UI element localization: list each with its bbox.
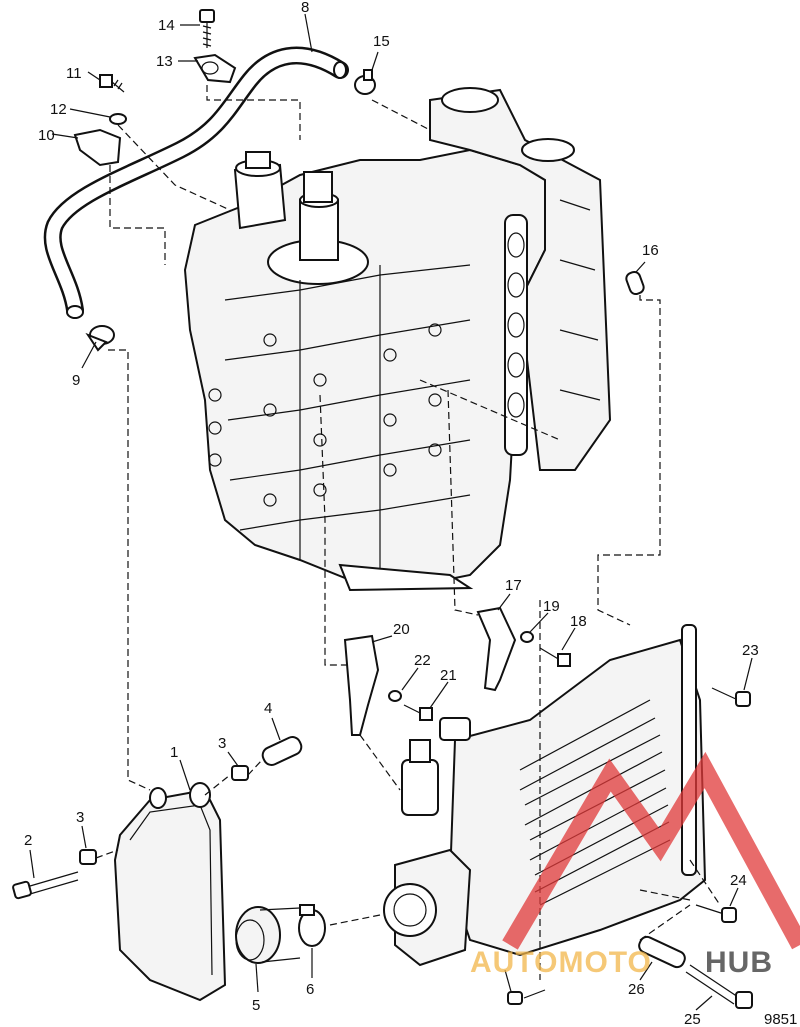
washer-part-21 — [388, 690, 402, 702]
hose-part-7 — [43, 46, 349, 319]
bolt-part-23 — [695, 904, 737, 923]
callout-labels: 8 14 13 15 11 12 10 9 16 1 2 3 3 4 5 6 1… — [24, 0, 797, 1027]
hose-clamp-part-8 — [85, 325, 115, 352]
bolt-part-13 — [199, 9, 215, 48]
leader-lines — [29, 13, 753, 1011]
sleeve-part-4 — [261, 736, 303, 766]
bolt-part-22 — [711, 687, 751, 707]
callout-2: 2 — [24, 832, 32, 849]
callout-8: 9 — [72, 372, 80, 389]
hose-clamp-part-6 — [298, 904, 326, 947]
bolt-part-2 — [12, 871, 79, 900]
callout-20: 21 — [440, 667, 457, 684]
callout-13: 14 — [158, 17, 175, 34]
bracket-part-9 — [73, 128, 122, 167]
sleeve-part-25 — [638, 935, 686, 969]
watermark-word-a: AUTOMOTO — [470, 946, 652, 979]
coupler-part-5 — [235, 906, 301, 964]
hose-clamp-part-14 — [354, 69, 376, 95]
bolt-part-10 — [99, 74, 125, 93]
bracket-part-19 — [343, 634, 380, 736]
callout-11: 12 — [50, 101, 67, 118]
callout-17: 18 — [570, 613, 587, 630]
clamp-part-12 — [193, 53, 237, 84]
silencer-part-1 — [113, 782, 227, 1002]
intake-manifold — [383, 624, 707, 967]
callout-7: 8 — [301, 0, 309, 16]
bolt-part-17 — [539, 647, 571, 667]
callout-6: 6 — [306, 981, 314, 998]
callout-15: 16 — [642, 242, 659, 259]
callout-24: 25 — [684, 1011, 701, 1027]
callout-22: 23 — [742, 642, 759, 659]
callout-14: 15 — [373, 33, 390, 50]
callout-3b: 3 — [218, 735, 226, 752]
spacer-part-3b — [231, 765, 249, 781]
assembly-lines — [95, 85, 721, 980]
callout-19: 20 — [393, 621, 410, 638]
callout-3a: 3 — [76, 809, 84, 826]
callout-10: 11 — [66, 65, 82, 82]
callout-16: 17 — [505, 577, 522, 594]
washer-part-11 — [109, 113, 127, 125]
mountain-logo-icon — [502, 751, 800, 950]
callout-12: 13 — [156, 53, 173, 70]
watermark-word-b: HUB — [705, 946, 773, 979]
watermark-logo: AUTOMOTO HUB — [470, 751, 800, 979]
callout-9: 10 — [38, 127, 55, 144]
callout-4: 4 — [264, 700, 272, 717]
bracket-part-16 — [476, 606, 517, 692]
callout-21: 22 — [414, 652, 431, 669]
callout-23: 24 — [730, 872, 747, 889]
callout-1: 1 — [170, 744, 178, 761]
bolt-part-20 — [403, 704, 433, 721]
washer-part-18 — [520, 631, 534, 643]
bolt-part-24 — [685, 964, 753, 1009]
figure-number: 9851 — [764, 1011, 797, 1027]
callout-25: 26 — [628, 981, 645, 998]
engine-block — [183, 87, 612, 592]
callout-5: 5 — [252, 997, 260, 1014]
callout-18: 19 — [543, 598, 560, 615]
spacer-part-3a — [79, 849, 97, 865]
bolt-part-26 — [504, 969, 523, 1005]
dowel-part-15 — [625, 270, 645, 296]
